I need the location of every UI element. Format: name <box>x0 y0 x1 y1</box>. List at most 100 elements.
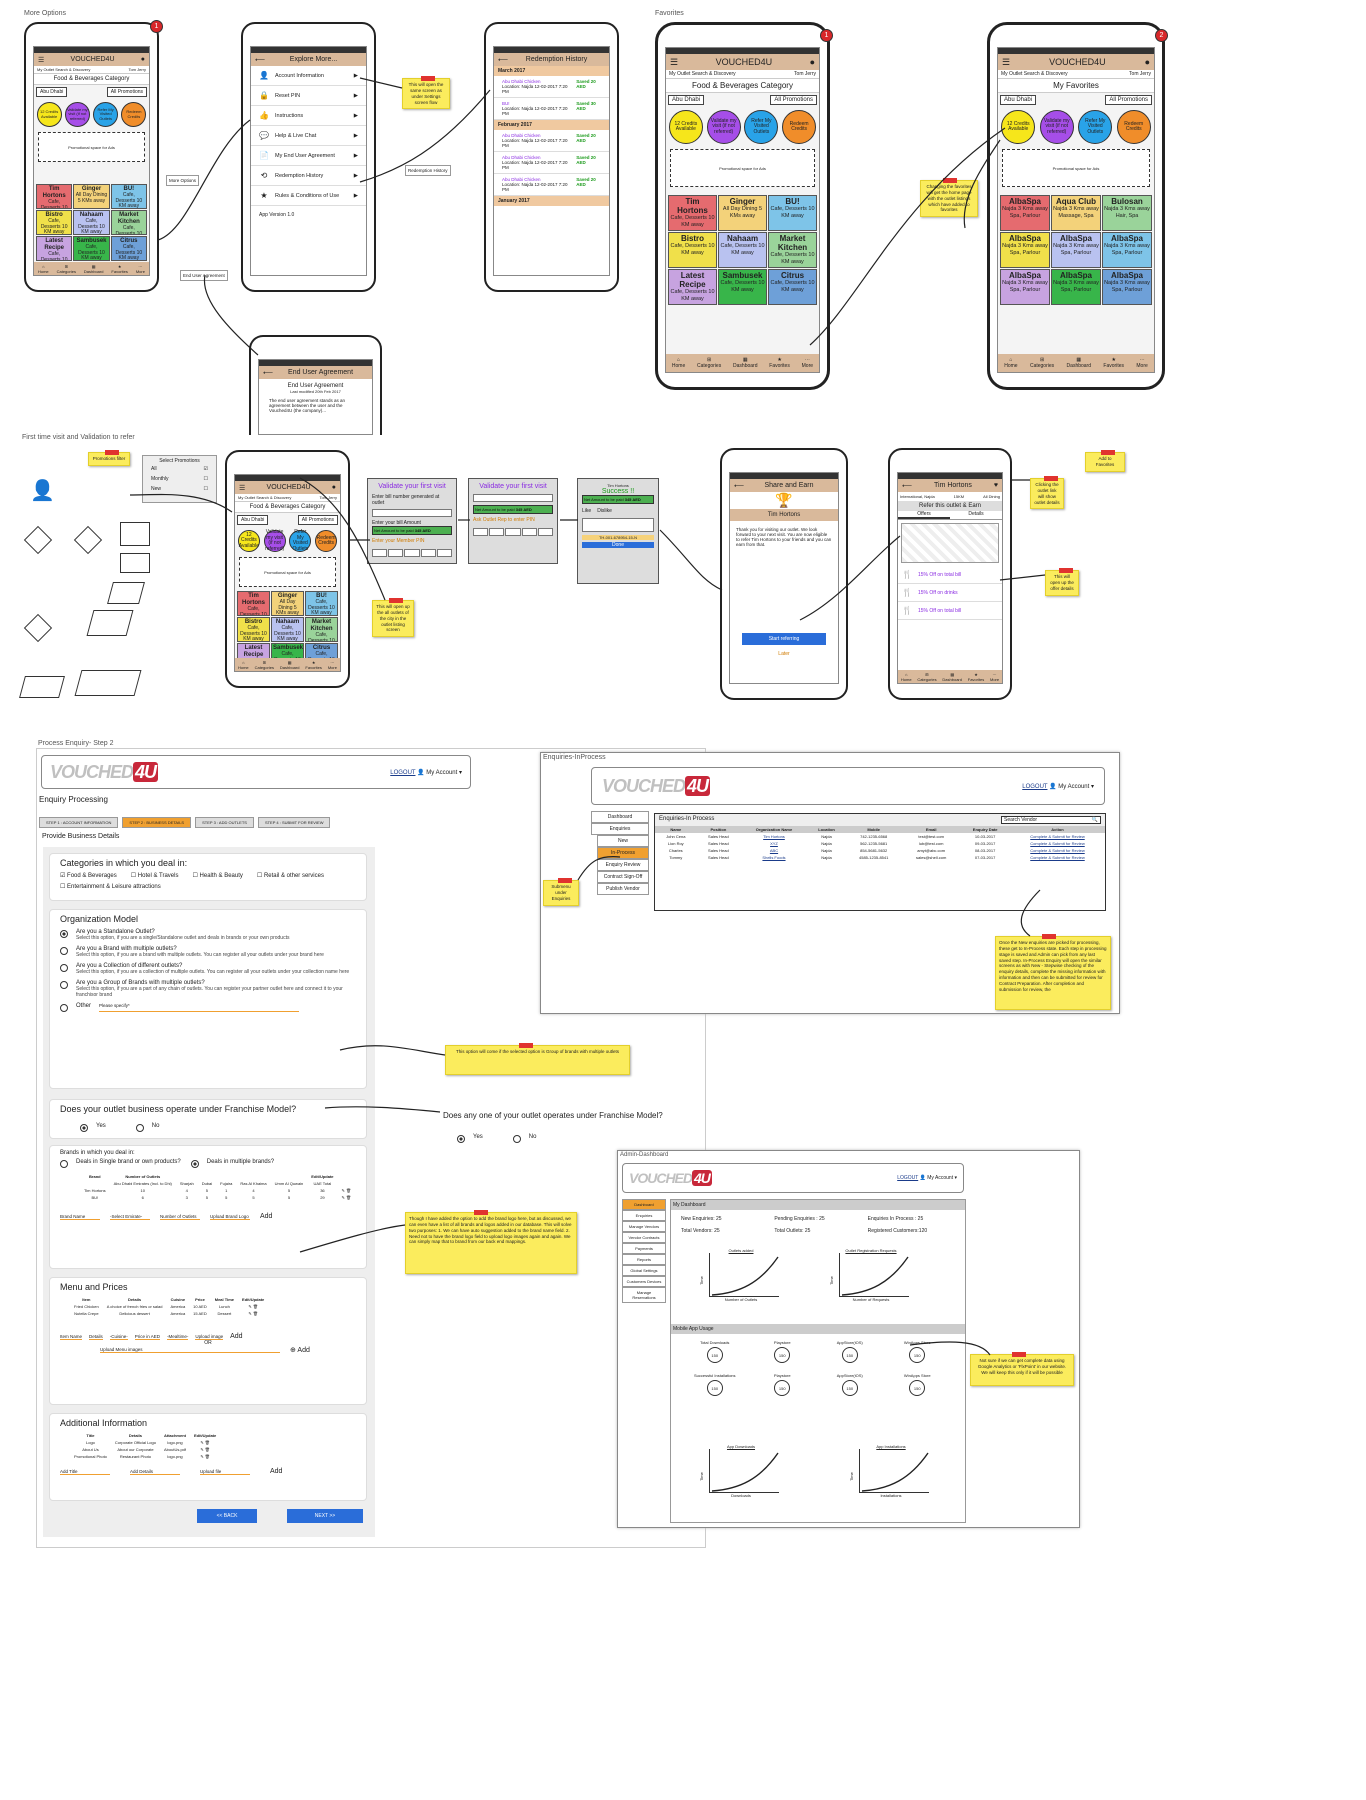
promotions-select[interactable]: All Promotions <box>770 95 817 105</box>
nav-item-more[interactable]: ⋯More <box>990 672 999 682</box>
org-radio[interactable] <box>60 964 68 972</box>
edit-delete-icon[interactable]: ✎ 🗑 <box>341 1195 352 1200</box>
nav-item-home[interactable]: ⌂Home <box>38 264 49 274</box>
brand-form-field[interactable]: Upload Brand Logo <box>210 1213 250 1220</box>
action-circle[interactable]: Refer My Visited Outlets <box>289 529 312 552</box>
sidebar-item[interactable]: In-Process <box>597 847 649 859</box>
category-checkbox[interactable]: ☑ Food & Beverages <box>60 873 117 879</box>
pin-box[interactable] <box>505 528 521 536</box>
menu-form-field[interactable]: Item Name <box>60 1333 83 1340</box>
pin-box[interactable] <box>420 549 436 557</box>
step-tab[interactable]: STEP 3 : ADD OUTLETS <box>195 817 254 828</box>
my-account-menu[interactable]: My Account <box>1058 783 1090 790</box>
attachment-link[interactable]: AboutUs.pdf <box>163 1447 186 1452</box>
edit-delete-icon[interactable]: ✎ 🗑 <box>200 1440 210 1445</box>
pin-box[interactable] <box>537 528 554 536</box>
nav-item-favorites[interactable]: ★Favorites <box>111 264 127 274</box>
checkbox[interactable]: ☑ <box>203 466 208 472</box>
category-checkbox[interactable]: ☐ Entertainment & Leisure attractions <box>60 884 161 890</box>
add-button[interactable]: Add <box>260 1213 273 1220</box>
refer-button[interactable]: Refer this outlet & Earn <box>898 501 1002 511</box>
sidebar-item[interactable]: Dashboard <box>591 811 649 823</box>
nav-item-dashboard[interactable]: ▦Dashboard <box>280 660 300 670</box>
nav-item-home[interactable]: ⌂Home <box>901 672 912 682</box>
action-circle[interactable]: Validate my visit (if not referred) <box>1039 110 1074 144</box>
sidebar-item[interactable]: Enquiries <box>591 823 649 835</box>
pin-box[interactable] <box>404 549 420 557</box>
action-link[interactable]: Complete & Submit for Review <box>1030 834 1085 839</box>
explore-item[interactable]: 💬Help & Live Chat▶ <box>251 126 366 146</box>
user-icon[interactable]: ● <box>331 484 336 491</box>
yes-option[interactable]: Yes <box>473 1134 483 1140</box>
city-select[interactable]: Abu Dhabi <box>237 515 269 525</box>
sidebar-item[interactable]: Enquiries <box>622 1210 666 1221</box>
later-link[interactable]: Later <box>778 651 790 657</box>
outlet-tile[interactable]: BU!Cafe, Desserts 10 KM away <box>768 195 817 231</box>
action-circle[interactable]: Validate my visit (if not referred) <box>706 110 741 144</box>
offer-row[interactable]: 🍴15% Off on total bill <box>898 602 1002 620</box>
search-icon[interactable]: 🔍 <box>1091 817 1098 823</box>
sidebar-item[interactable]: Publish Vendor <box>597 883 649 895</box>
nav-item-home[interactable]: ⌂Home <box>1004 357 1017 369</box>
step-tab[interactable]: STEP 2 : BUSINESS DETAILS <box>122 817 192 828</box>
nav-item-favorites[interactable]: ★Favorites <box>1103 357 1124 369</box>
back-icon[interactable]: ⟵ <box>263 369 274 377</box>
org-radio[interactable] <box>60 947 68 955</box>
dislike-button[interactable]: Dislike <box>597 508 612 514</box>
nav-item-categories[interactable]: ⊞Categories <box>697 357 721 369</box>
outlet-tile[interactable]: BU!Cafe, Desserts 10 KM away <box>110 184 147 209</box>
edit-delete-icon[interactable]: ✎ 🗑 <box>248 1304 258 1309</box>
sidebar-item[interactable]: Vendor Contracts <box>622 1232 666 1243</box>
nav-item-more[interactable]: ⋯More <box>328 660 337 670</box>
nav-item-home[interactable]: ⌂Home <box>672 357 685 369</box>
offer-row[interactable]: 🍴15% Off on total bill <box>898 566 1002 584</box>
nav-item-home[interactable]: ⌂Home <box>238 660 249 670</box>
city-select[interactable]: Abu Dhabi <box>36 87 68 97</box>
action-circle[interactable]: 12 Credits Available <box>1001 110 1036 144</box>
menu-form-field[interactable]: -Mealtime- <box>167 1333 189 1340</box>
addl-form-field[interactable]: Upload file <box>200 1469 250 1475</box>
menu-icon[interactable]: ☰ <box>670 56 679 67</box>
tab-offers[interactable]: Offers <box>898 511 950 519</box>
nav-item-favorites[interactable]: ★Favorites <box>305 660 321 670</box>
pin-box[interactable] <box>436 549 453 557</box>
nav-item-more[interactable]: ⋯More <box>802 357 813 369</box>
offer-row[interactable]: 🍴15% Off on drinks <box>898 584 1002 602</box>
category-checkbox[interactable]: ☐ Retail & other services <box>256 873 324 879</box>
action-circle[interactable]: 12 Credits Available <box>237 530 260 552</box>
no-option[interactable]: No <box>151 1123 160 1129</box>
edit-delete-icon[interactable]: ✎ 🗑 <box>200 1447 210 1452</box>
other-option[interactable]: Other <box>76 1003 92 1009</box>
nav-item-dashboard[interactable]: ▦Dashboard <box>84 264 104 274</box>
back-icon[interactable]: ⟵ <box>498 56 509 64</box>
edit-delete-icon[interactable]: ✎ 🗑 <box>200 1454 210 1459</box>
logout-link[interactable]: LOGOUT <box>897 1175 919 1181</box>
explore-item[interactable]: 👤Account Information▶ <box>251 66 366 86</box>
nav-item-categories[interactable]: ⊞Categories <box>57 264 76 274</box>
bill-number-input[interactable] <box>372 509 452 517</box>
checkbox[interactable]: ☐ <box>203 486 208 492</box>
add-button[interactable]: ⊕ Add <box>290 1347 310 1354</box>
city-select[interactable]: Abu Dhabi <box>1000 95 1037 105</box>
brand-form-field[interactable]: Brand Name <box>60 1214 100 1220</box>
menu-form-field[interactable]: Details <box>89 1333 103 1340</box>
action-circle[interactable]: 12 Credits Available <box>668 110 703 144</box>
sidebar-item[interactable]: Payments <box>622 1243 666 1254</box>
